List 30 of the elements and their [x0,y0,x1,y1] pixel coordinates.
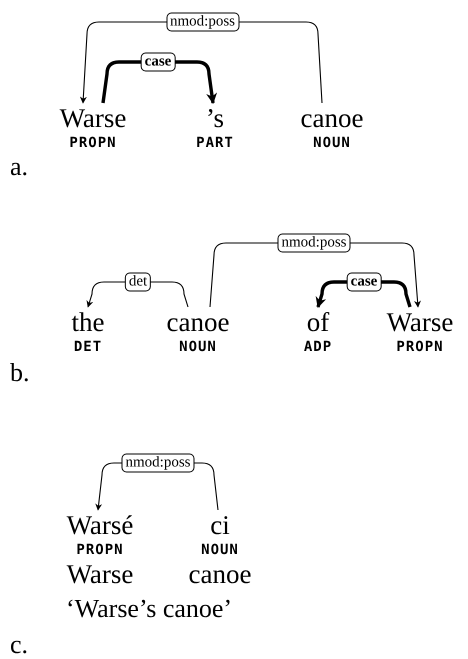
edge-label: nmod:poss [278,234,350,252]
pos-tag: PROPN [69,133,117,153]
example-letter: a. [10,152,28,182]
example-letter: b. [10,358,30,388]
word-text: canoe [300,103,364,133]
pos-tag: NOUN [201,540,239,560]
word-text: ’s [206,103,224,133]
edge-label: nmod:poss [166,12,239,32]
gloss-text: canoe [188,560,252,588]
word-text: Warse [60,103,126,133]
word-text: Warse [386,307,454,337]
gloss-text: Warse [66,560,134,588]
edge-label: case [346,272,382,292]
pos-tag: PROPN [76,540,124,560]
word-text: of [306,307,330,337]
word-text: Warsé [66,510,134,540]
word-text: the [72,307,104,337]
edge-label: case [140,52,176,72]
pos-tag: DET [74,337,102,357]
word-text: ci [210,510,230,540]
pos-tag: ADP [304,337,332,357]
example-letter: c. [10,630,28,659]
translation-text: ‘Warse’s canoe’ [66,594,232,624]
pos-tag: NOUN [313,133,351,153]
pos-tag: PART [196,133,234,153]
pos-tag: PROPN [396,337,444,357]
edge-label: det [124,272,152,292]
pos-tag: NOUN [179,337,217,357]
edge-label: nmod:poss [122,454,194,472]
word-text: canoe [166,307,230,337]
